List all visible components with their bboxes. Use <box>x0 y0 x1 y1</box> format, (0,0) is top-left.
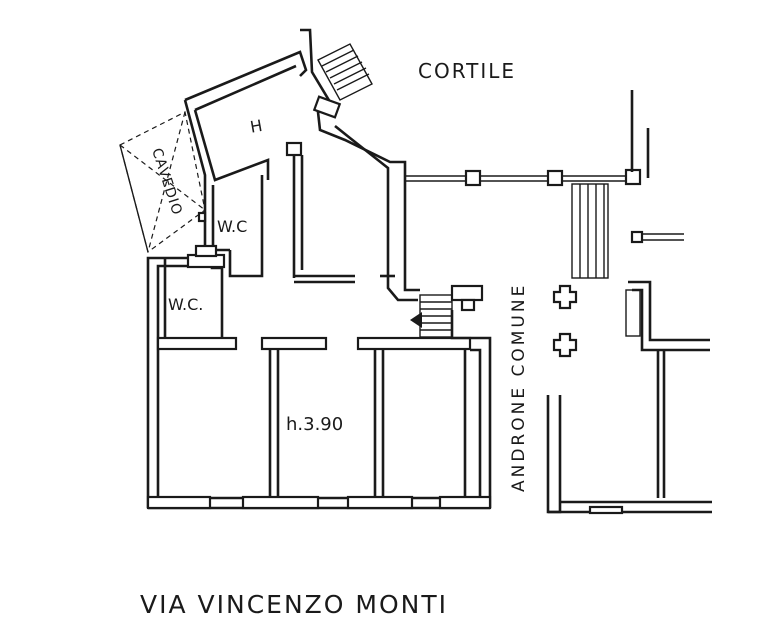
courtyard-facade <box>405 90 650 187</box>
wc-upper-label: W.C <box>217 217 247 236</box>
light-well-cavedio <box>119 111 206 254</box>
wc-lower-label: W.C. <box>168 295 203 314</box>
common-hall-pillars <box>552 230 684 358</box>
upper-angled-room <box>183 50 395 284</box>
upper-right-walls <box>300 28 420 302</box>
common-entrance-label: ANDRONE COMUNE <box>509 283 529 492</box>
inner-staircase <box>410 284 484 340</box>
upper-staircase <box>317 43 373 101</box>
common-hall-staircase <box>571 183 609 279</box>
interior-partitions <box>156 336 472 498</box>
light-well-label: CAVEDIO <box>148 146 185 217</box>
ceiling-height-label: h.3.90 <box>286 414 343 435</box>
room-mark-label: H <box>249 116 264 137</box>
facade-window-piers <box>146 495 492 510</box>
street-name-label: VIA VINCENZO MONTI <box>140 590 448 619</box>
adjacent-building <box>546 280 712 515</box>
courtyard-label: CORTILE <box>418 59 516 83</box>
